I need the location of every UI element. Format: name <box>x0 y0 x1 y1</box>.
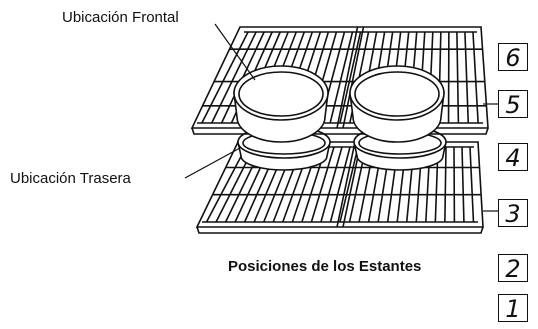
front-pan-right <box>349 65 445 143</box>
front-pan-left <box>233 65 329 143</box>
shelf-position-4: 4 <box>498 143 528 172</box>
pan-inner <box>238 71 324 117</box>
upper-rack-wire <box>201 31 249 124</box>
lower-rack-wire <box>310 146 335 223</box>
lower-rack-front-lip <box>196 226 484 234</box>
lower-rack-wire <box>461 146 465 223</box>
shelf-position-2: 2 <box>498 254 528 283</box>
rear-location-label: Ubicación Trasera <box>10 170 131 187</box>
upper-rack-wire <box>456 31 460 124</box>
upper-rack-wire <box>211 31 257 124</box>
lower-rack-wire <box>205 146 247 223</box>
lower-rack-divider <box>336 141 356 228</box>
lower-rack-wire <box>469 146 475 223</box>
shelf-position-3: 3 <box>498 199 528 228</box>
upper-rack-wire <box>464 31 470 124</box>
front-pans <box>233 65 445 143</box>
leader-lines <box>184 23 498 212</box>
upper-rack-front-lip <box>191 127 489 135</box>
upper-rack-divider <box>342 26 365 129</box>
shelf-position-1: 1 <box>498 294 528 323</box>
front-location-label: Ubicación Frontal <box>62 9 179 26</box>
shelf-position-6: 6 <box>498 43 528 72</box>
upper-rack-divider <box>336 26 359 129</box>
upper-rack-wire <box>329 31 354 124</box>
lower-rack-wire <box>329 146 351 223</box>
front-leader-line <box>214 23 256 81</box>
lower-rack-wire <box>339 146 359 223</box>
upper-rack-wire <box>472 31 479 124</box>
pan-inner <box>354 71 440 117</box>
lower-rack-wire <box>444 146 447 223</box>
rear-leader-line <box>184 147 241 179</box>
upper-rack-wire <box>339 31 362 124</box>
lower-rack-wire <box>320 146 343 223</box>
shelf-position-5: 5 <box>498 90 528 119</box>
shelf-positions-caption: Posiciones de los Estantes <box>228 258 422 275</box>
